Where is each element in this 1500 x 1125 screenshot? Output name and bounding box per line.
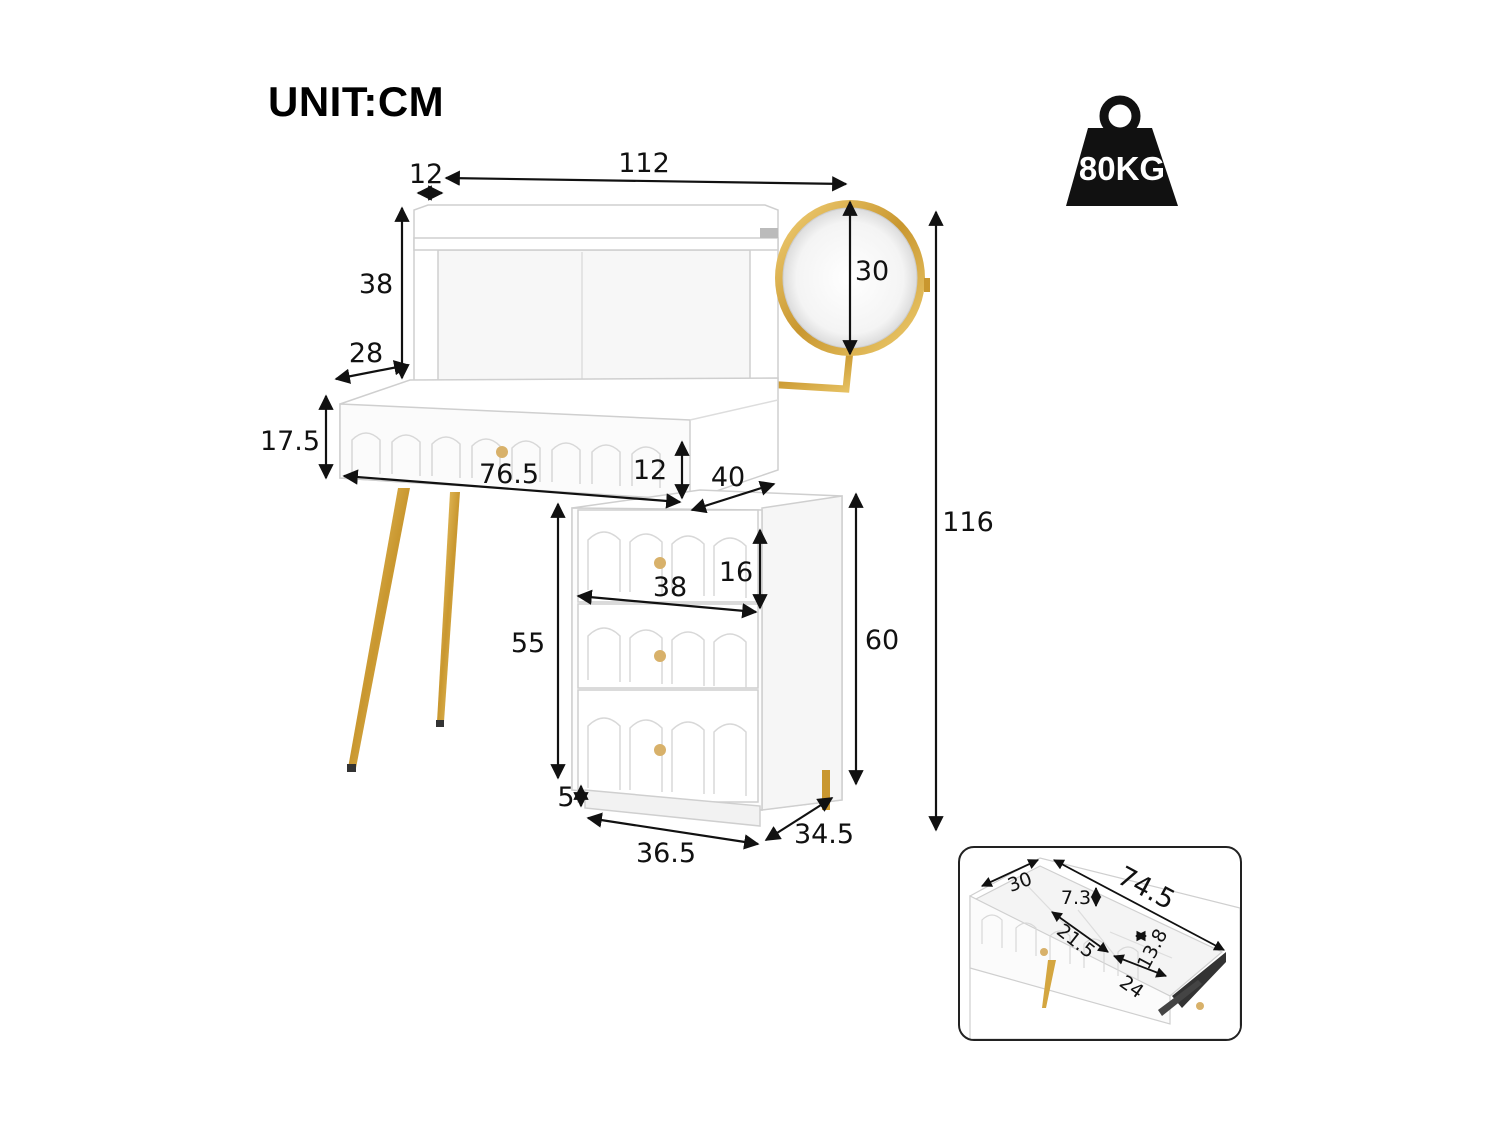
dimension-lines bbox=[318, 170, 944, 850]
weight-label: 80KG bbox=[1079, 150, 1165, 187]
dim-total-height: 116 bbox=[942, 507, 994, 538]
dim-desk-drawer-height: 12 bbox=[633, 455, 667, 486]
dim-hutch-depth: 28 bbox=[349, 338, 383, 369]
dim-cabinet-drawer-width: 38 bbox=[653, 572, 687, 603]
dim-hutch-height: 38 bbox=[359, 269, 393, 300]
hutch bbox=[413, 204, 779, 386]
dim-desk-thickness: 17.5 bbox=[260, 426, 320, 457]
unit-label: UNIT:CM bbox=[268, 78, 445, 125]
dim-cabinet-drawer-height: 16 bbox=[719, 557, 753, 588]
dimension-labels: 12 112 38 28 30 116 17.5 76.5 12 40 16 3… bbox=[260, 148, 994, 869]
dim-cabinet-width: 36.5 bbox=[636, 838, 696, 869]
dim-mirror-diameter: 30 bbox=[855, 256, 889, 287]
inset-compartment-height: 7.3 bbox=[1061, 887, 1091, 909]
dim-top-shelf-depth: 12 bbox=[409, 159, 443, 190]
dim-cabinet-top-depth: 40 bbox=[711, 462, 745, 493]
weight-icon: 80KG bbox=[1066, 95, 1178, 206]
dim-cabinet-depth: 34.5 bbox=[794, 819, 854, 850]
dim-cabinet-body-height: 55 bbox=[511, 628, 545, 659]
drawer-cabinet bbox=[571, 489, 843, 827]
dim-total-width: 112 bbox=[618, 148, 670, 179]
dim-base-height: 5 bbox=[557, 782, 574, 813]
dim-desk-drawer-width: 76.5 bbox=[479, 459, 539, 490]
drawer-interior-inset: 30 74.5 7.3 21.5 13.8 24 bbox=[958, 846, 1242, 1041]
inset-canvas: 30 74.5 7.3 21.5 13.8 24 bbox=[969, 857, 1240, 1039]
gold-legs bbox=[347, 488, 460, 772]
dim-cabinet-total-height: 60 bbox=[865, 625, 899, 656]
